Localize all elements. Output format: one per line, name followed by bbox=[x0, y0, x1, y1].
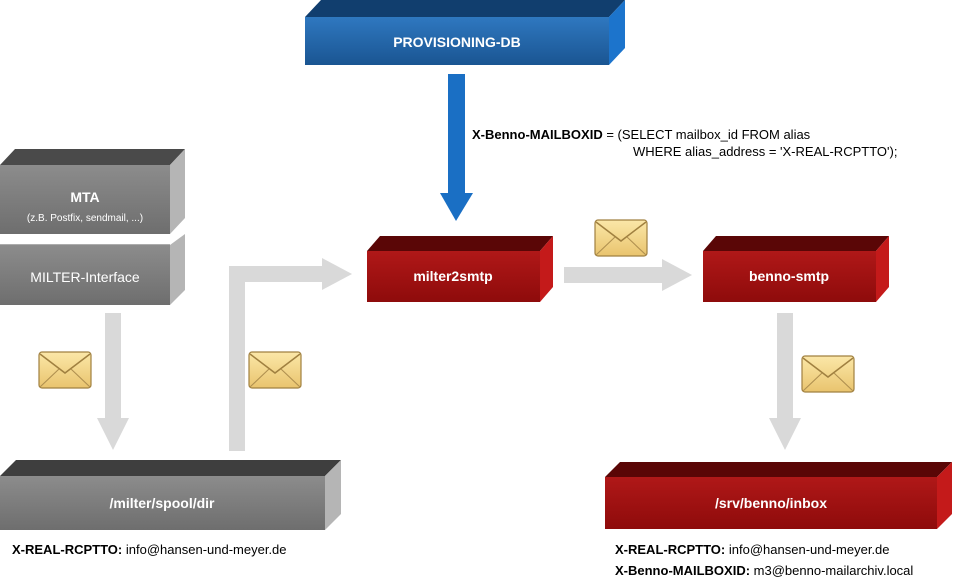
benno-smtp-box: benno-smtp bbox=[703, 236, 889, 302]
spool-header-key: X-REAL-RCPTTO: bbox=[12, 542, 123, 557]
benno-smtp-label: benno-smtp bbox=[749, 268, 829, 284]
inbox-header-key: X-REAL-RCPTTO: bbox=[615, 542, 726, 557]
milter-interface-box: MILTER-Interface bbox=[0, 234, 185, 305]
benno-smtp-to-inbox-arrow bbox=[769, 313, 801, 450]
spool-header-value: info@hansen-und-meyer.de bbox=[125, 542, 287, 557]
spool-dir-label: /milter/spool/dir bbox=[109, 495, 215, 511]
inbox-header-rcptto: X-REAL-RCPTTO: info@hansen-und-meyer.de bbox=[615, 542, 890, 557]
spool-header-note: X-REAL-RCPTTO: info@hansen-und-meyer.de bbox=[12, 542, 287, 557]
mta-box: MTA (z.B. Postfix, sendmail, ...) bbox=[0, 149, 185, 234]
inbox-label: /srv/benno/inbox bbox=[715, 495, 827, 511]
spool-dir-box: /milter/spool/dir bbox=[0, 460, 341, 530]
inbox-header-mailboxid: X-Benno-MAILBOXID: m3@benno-mailarchiv.l… bbox=[615, 563, 913, 578]
provisioning-db-box: PROVISIONING-DB bbox=[305, 0, 625, 65]
inbox-header-key: X-Benno-MAILBOXID: bbox=[615, 563, 751, 578]
mta-title: MTA bbox=[70, 189, 99, 205]
envelope-icon bbox=[248, 351, 302, 389]
milter2smtp-box: milter2smtp bbox=[367, 236, 553, 302]
envelope-icon bbox=[594, 219, 648, 257]
mta-to-spool-arrow bbox=[97, 313, 129, 450]
envelope-icon bbox=[38, 351, 92, 389]
inbox-header-value: info@hansen-und-meyer.de bbox=[728, 542, 890, 557]
mta-subtitle: (z.B. Postfix, sendmail, ...) bbox=[27, 213, 143, 224]
milter-interface-label: MILTER-Interface bbox=[30, 269, 140, 285]
db-lookup-arrow bbox=[440, 74, 473, 221]
spool-to-milter2smtp-arrow bbox=[229, 258, 352, 451]
provisioning-db-label: PROVISIONING-DB bbox=[393, 34, 521, 50]
query-line-2: WHERE alias_address = 'X-REAL-RCPTTO'); bbox=[633, 144, 898, 159]
milter2smtp-to-benno-smtp-arrow bbox=[564, 259, 692, 291]
milter2smtp-label: milter2smtp bbox=[413, 268, 492, 284]
inbox-header-value: m3@benno-mailarchiv.local bbox=[753, 563, 914, 578]
mailboxid-query: X-Benno-MAILBOXID = (SELECT mailbox_id F… bbox=[472, 127, 810, 142]
inbox-box: /srv/benno/inbox bbox=[605, 462, 952, 529]
query-line-1: = (SELECT mailbox_id FROM alias bbox=[602, 127, 811, 142]
query-header-key: X-Benno-MAILBOXID bbox=[472, 127, 603, 142]
envelope-icon bbox=[801, 355, 855, 393]
